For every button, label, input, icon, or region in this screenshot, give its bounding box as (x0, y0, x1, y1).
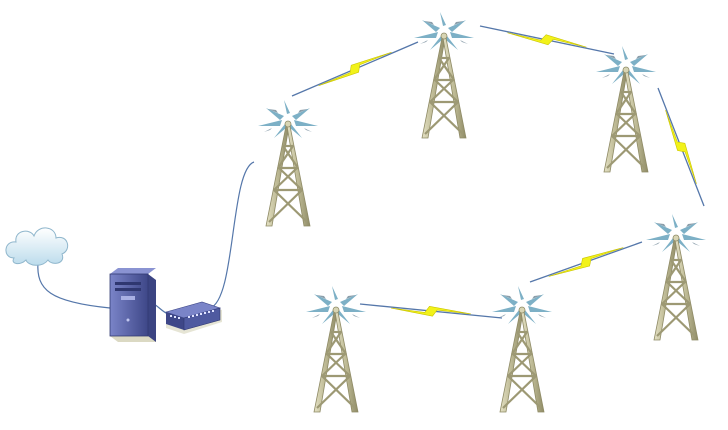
lightning-bolt-icon (548, 247, 624, 277)
cloud-icon (5, 227, 69, 266)
radio-tower-icon (412, 10, 476, 140)
radio-tower-icon (490, 284, 554, 414)
radio-tower-icon (594, 44, 658, 174)
network-switch-icon (164, 301, 222, 334)
radio-tower-icon (304, 284, 368, 414)
radio-tower-icon (256, 98, 320, 228)
cable-cloud-server (37, 261, 111, 309)
radio-tower-icon (644, 212, 708, 342)
lightning-bolt-icon (507, 32, 587, 48)
lightning-bolt-icon (665, 109, 697, 185)
cable-server-switch (153, 303, 169, 315)
lightning-bolt-icon (391, 305, 471, 317)
server-tower-icon (109, 268, 156, 342)
lightning-bolt-icon (318, 52, 392, 86)
cable-switch-tower-1 (209, 161, 255, 309)
